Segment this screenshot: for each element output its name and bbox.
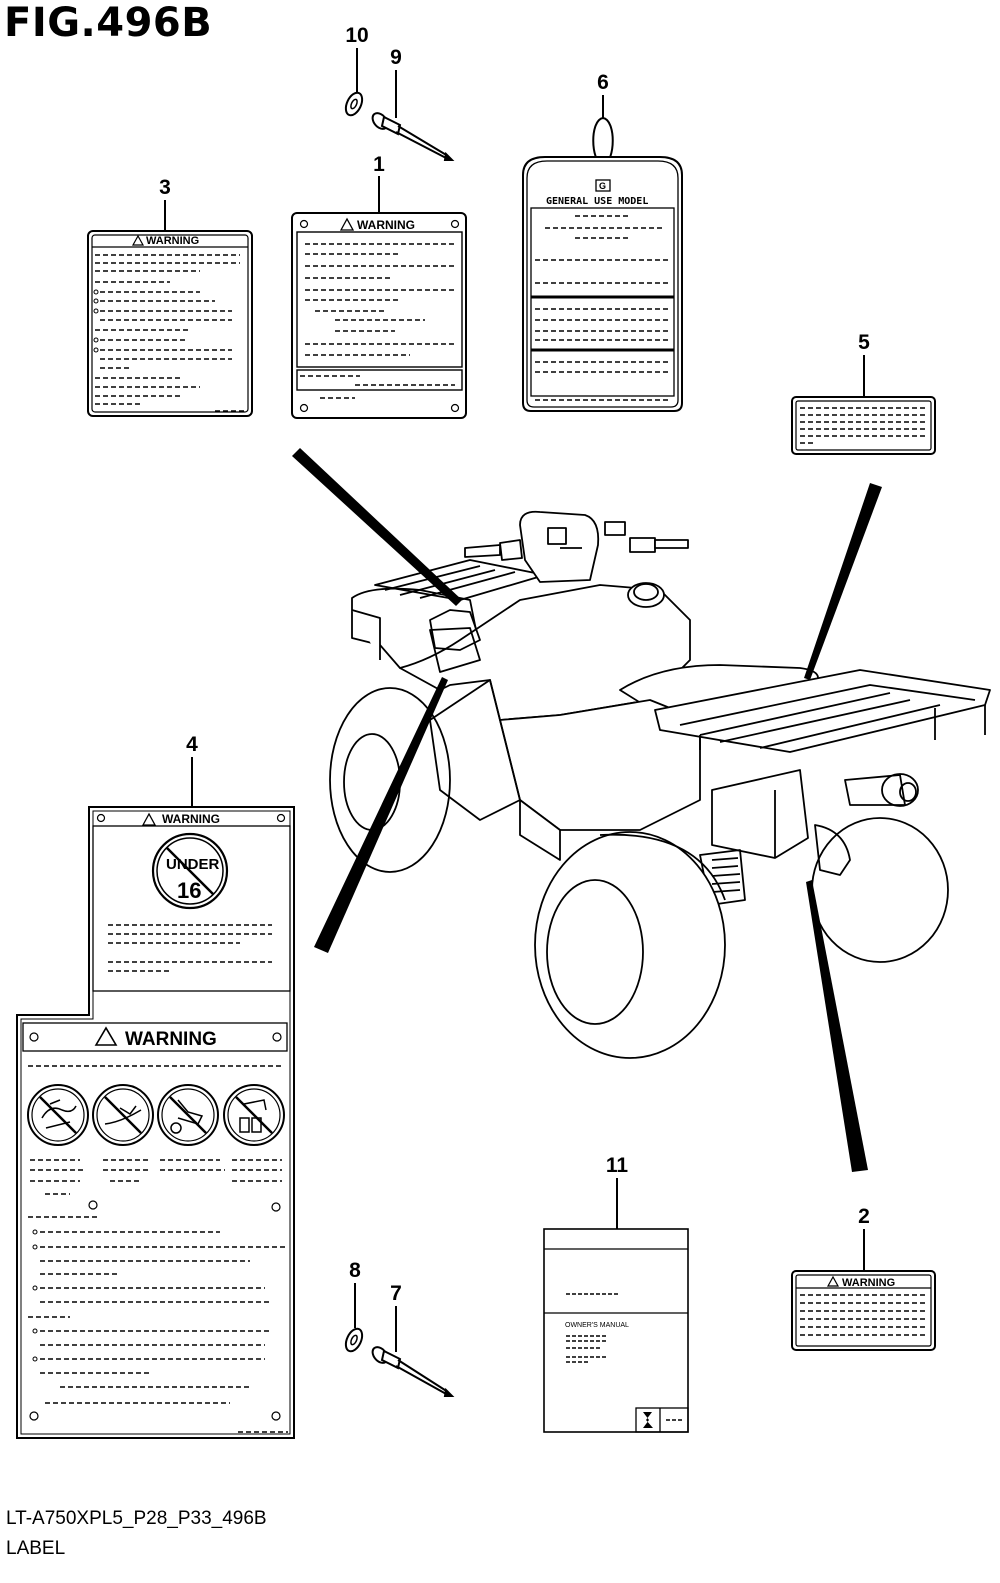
callout-4: 4 [186, 733, 198, 756]
callout-5: 5 [858, 331, 870, 354]
callout-1: 1 [373, 153, 385, 176]
owners-manual-11 [543, 1228, 689, 1433]
label-4-warning-top: WARNING [162, 812, 220, 826]
drawing-code: LT-A750XPL5_P28_P33_496B [6, 1508, 267, 1529]
callout-10: 10 [345, 24, 369, 47]
callout-7: 7 [390, 1282, 402, 1305]
tag-6-general-use-model: GENERAL USE MODEL [546, 196, 648, 207]
label-1-warning-text: WARNING [357, 218, 415, 232]
washer-10 [344, 91, 364, 117]
callout-8: 8 [349, 1259, 361, 1282]
pointer-wedges [292, 448, 882, 1172]
figure-title: FIG.496B [4, 0, 213, 46]
callout-6: 6 [597, 71, 609, 94]
section-label: LABEL [6, 1538, 66, 1559]
callout-3: 3 [159, 176, 171, 199]
label-1 [291, 212, 467, 419]
label-3-warning-text: WARNING [146, 235, 199, 247]
tag-6-g-mark: G [599, 181, 606, 191]
label-2 [791, 1270, 936, 1351]
label-4-under-text: UNDER [166, 856, 220, 873]
callout-9: 9 [390, 46, 402, 69]
label-4-age-text: 16 [177, 878, 201, 903]
label-2-warning-text: WARNING [842, 1277, 895, 1289]
prohibition-icons [27, 1084, 285, 1146]
callout-11: 11 [605, 1154, 629, 1177]
label-4-warning-main: WARNING [125, 1029, 217, 1050]
rivet-7 [371, 1346, 455, 1397]
leader-lines [164, 48, 865, 1352]
label-3 [87, 230, 253, 417]
label-5 [791, 396, 936, 455]
owners-manual-title: OWNER'S MANUAL [565, 1322, 629, 1329]
washer-8 [344, 1327, 364, 1353]
callout-2: 2 [858, 1205, 870, 1228]
rivet-9 [371, 112, 455, 161]
label-4 [16, 806, 295, 1439]
atv-illustration [329, 510, 991, 1059]
tag-6 [522, 116, 683, 412]
